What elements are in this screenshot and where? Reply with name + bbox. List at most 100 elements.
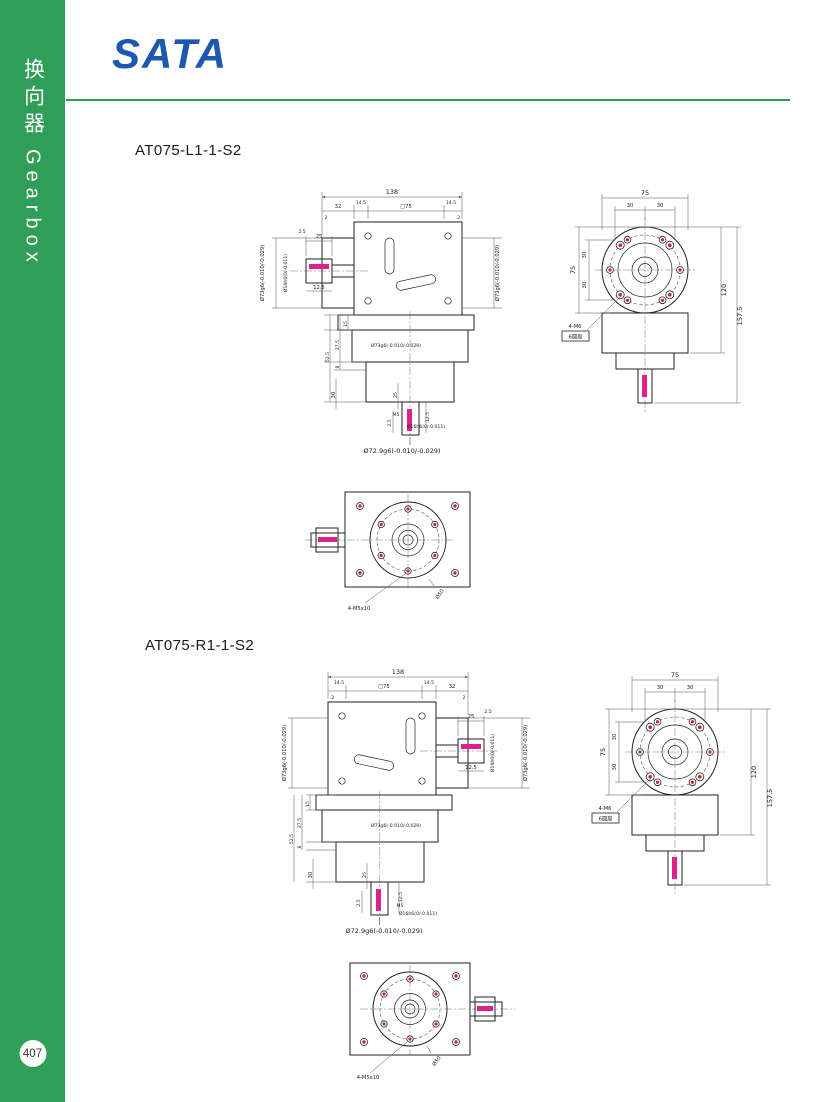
dia-73-body-label: Ø73g6(-0.010/-0.029) — [371, 342, 421, 349]
dim-30: 30 — [657, 685, 664, 691]
centerlines — [290, 270, 411, 445]
dia-73-label: Ø73g6(-0.010/-0.029) — [522, 725, 529, 782]
bottom-view-left-model: 4-M5x10 Ø50 — [303, 487, 503, 622]
side-view-left-model: 75 30 30 75 30 30 157.5 120 4-M6 6圆周 — [553, 186, 753, 426]
dim-2: .2 — [456, 215, 460, 221]
dim-120: 120 — [750, 766, 758, 778]
dia-73-label: Ø73g6(-0.010/-0.029) — [281, 725, 288, 782]
dim-30: 30 — [612, 764, 618, 771]
dim-25: 25 — [362, 872, 368, 878]
dim-30: 30 — [582, 252, 588, 259]
front-view-right-model: 138 14.5 □75 14.5 32 .2 2 2.5 25 12.5 Ø7… — [280, 663, 540, 938]
dim-14-5: 14.5 — [356, 200, 366, 206]
front-view-left-model: 138 32 14.5 □75 14.5 2 .2 2.5 25 12.5 Ø7… — [250, 183, 510, 458]
sidebar-label-en: Gearbox — [21, 149, 44, 268]
dia-50-label: Ø50 — [431, 1055, 443, 1068]
dim-52-5: 52.5 — [289, 834, 295, 844]
body-outline — [310, 491, 471, 588]
dim-75: 75 — [569, 266, 577, 274]
centerlines — [379, 750, 500, 925]
header-divider — [66, 99, 790, 101]
dim-2-5: 2.5 — [356, 899, 362, 906]
dim-30: 30 — [627, 203, 634, 209]
dim-27-5: 27.5 — [297, 818, 303, 828]
flange-outline — [631, 708, 719, 886]
dim-8: 8 — [335, 365, 341, 368]
dim-52-5: 52.5 — [325, 352, 331, 362]
dim-75: 75 — [641, 189, 649, 197]
bolt-note: 6圆周 — [569, 334, 583, 341]
dim-sq75: □75 — [378, 684, 390, 690]
dia-50-label: Ø50 — [434, 588, 446, 601]
bolt-callout-m6: 4-M6 — [599, 806, 612, 812]
dim-2: 2 — [463, 695, 466, 701]
flange-outline — [601, 226, 689, 404]
bolt-holes — [356, 502, 459, 577]
dia-73-body-label: Ø73g6(-0.010/-0.029) — [371, 822, 421, 829]
dim-75: 75 — [671, 671, 679, 679]
section-title-left-model: AT075-L1-1-S2 — [135, 142, 242, 159]
side-view-right-model: 75 30 30 75 30 30 157.5 120 4-M6 6圆周 — [583, 668, 783, 908]
bolt-callout-m5: 4-M5x10 — [348, 606, 371, 612]
sidebar-label: 换向器 Gearbox — [18, 58, 48, 268]
bolt-holes — [360, 972, 460, 1046]
bolt-holes — [636, 717, 714, 787]
dim-12-5: 12.5 — [398, 892, 404, 902]
dim-30: 30 — [582, 282, 588, 289]
dia-73-label: Ø73g6(-0.010/-0.029) — [259, 245, 266, 302]
dim-12-5: 12.5 — [465, 765, 477, 771]
dim-15: 15 — [305, 801, 311, 807]
dim-25: 25 — [393, 392, 399, 398]
dim-2: .2 — [330, 695, 334, 701]
dim-14-5: 14.5 — [446, 200, 456, 206]
face-holes — [364, 232, 452, 305]
dia-16-label: Ø16h6(0/-0.011) — [407, 423, 445, 430]
dim-2-5: 2.5 — [387, 419, 393, 426]
dia-16-label: Ø16h6(0/-0.011) — [282, 254, 289, 292]
leader-lines — [364, 573, 435, 604]
dim-sq75: □75 — [400, 204, 412, 210]
keyway-highlight — [477, 1006, 493, 1011]
dim-75: 75 — [599, 748, 607, 756]
dim-27-5: 27.5 — [335, 340, 341, 350]
body-outline — [305, 221, 475, 436]
face-holes — [338, 712, 426, 785]
dim-157-5: 157.5 — [766, 789, 774, 808]
dim-138: 138 — [392, 668, 404, 676]
bolt-note: 6圆周 — [599, 816, 613, 823]
page-number-badge: 407 — [19, 1040, 46, 1067]
dim-30: 30 — [687, 685, 694, 691]
bottom-view-right-model: 4-M5x10 Ø50 — [330, 957, 530, 1092]
dia-16-label: Ø16h6(0/-0.011) — [489, 734, 496, 772]
keyway-highlights — [309, 264, 412, 431]
keyway-highlights — [376, 744, 481, 911]
sidebar: 换向器 Gearbox 407 — [0, 0, 65, 1102]
dim-12-5: 12.5 — [425, 412, 431, 422]
dia-16-label: Ø16h6(0/-0.011) — [399, 910, 437, 917]
dim-8: 8 — [297, 845, 303, 848]
dia-72-9-label: Ø72.9g6(-0.010/-0.029) — [345, 927, 422, 935]
dim-2: 2 — [325, 215, 328, 221]
sidebar-label-cn: 换向器 — [21, 58, 45, 139]
keyway-highlight — [672, 857, 677, 879]
dim-14-5: 14.5 — [424, 680, 434, 686]
bolt-holes — [606, 235, 684, 305]
dim-32: 32 — [335, 204, 342, 210]
dia-73-label: Ø73g6(-0.010/-0.029) — [494, 245, 501, 302]
section-title-right-model: AT075-R1-1-S2 — [145, 637, 255, 654]
dim-m5: M5 — [397, 903, 404, 909]
bolt-callout-m6: 4-M6 — [569, 324, 582, 330]
dim-m5: M5 — [393, 412, 400, 418]
dim-2-5: 2.5 — [298, 229, 305, 235]
dimension-lines — [575, 194, 741, 404]
sata-logo: SATA — [112, 30, 229, 77]
leader-lines — [369, 1041, 432, 1074]
bolt-note-box — [561, 330, 590, 342]
dimension-labels: 75 30 30 75 30 30 157.5 120 4-M6 6圆周 — [561, 189, 744, 342]
dim-12-5: 12.5 — [313, 285, 325, 291]
dim-157-5: 157.5 — [736, 307, 744, 326]
dim-15: 15 — [343, 321, 349, 327]
dimension-labels: 138 32 14.5 □75 14.5 2 .2 2.5 25 12.5 Ø7… — [259, 188, 501, 455]
dim-30: 30 — [612, 734, 618, 741]
dim-2-5: 2.5 — [484, 709, 491, 715]
